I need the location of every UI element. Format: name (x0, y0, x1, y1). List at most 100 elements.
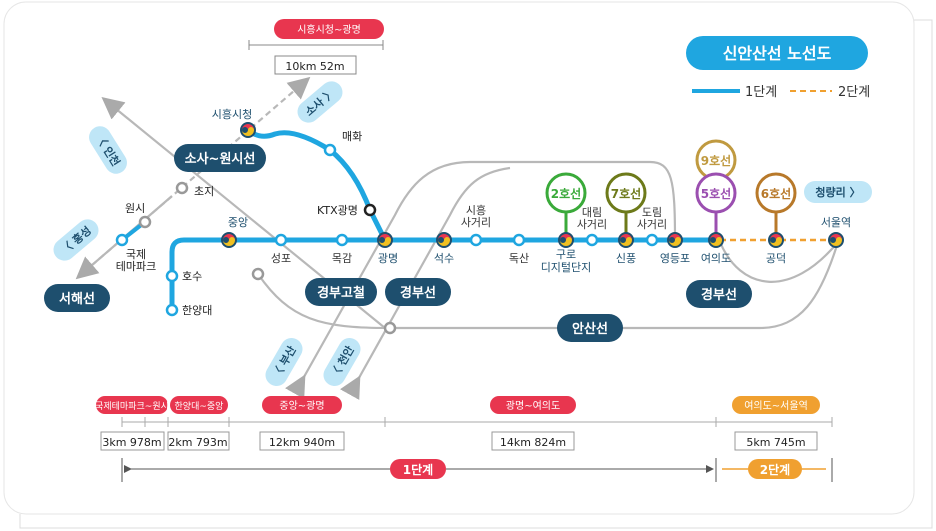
segment-distance-1: 3km 978m (102, 436, 161, 449)
legend-phase2-label: 2단계 (838, 85, 870, 100)
badge-gyeongbu-1-label: 경부선 (400, 285, 436, 301)
station-gukje[interactable] (115, 233, 129, 247)
line2-circle (545, 172, 587, 214)
label-jungang: 중앙 (228, 216, 248, 229)
station-seoksu[interactable] (436, 232, 452, 248)
station-daerim[interactable] (585, 233, 599, 247)
line6-label: 6호선 (761, 186, 791, 201)
label-gwangmyeong: 광명 (378, 252, 398, 265)
segment-label-2: 한양대~중앙 (175, 400, 224, 412)
gray-line-sosa-wonsi (83, 76, 311, 273)
top-segment-badge (274, 19, 384, 39)
badge-ansan (557, 314, 623, 342)
line5-circle (695, 172, 737, 214)
label-seoksu: 석수 (434, 252, 454, 265)
line2-label: 2호선 (551, 186, 581, 201)
station-ansan-junction-2 (383, 321, 397, 335)
station-mokgam[interactable] (335, 233, 349, 247)
station-dorim[interactable] (645, 233, 659, 247)
station-doksan[interactable] (512, 233, 526, 247)
station-jungang[interactable] (221, 232, 237, 248)
station-hanyangdae[interactable] (165, 303, 179, 317)
badge-ansan-label: 안산선 (572, 321, 608, 337)
segment-distance-3: 12km 940m (269, 436, 335, 449)
station-siheung-sageori[interactable] (469, 233, 483, 247)
station-ktx-gwangmyeong[interactable] (363, 203, 377, 217)
segment-badge-2 (170, 396, 228, 414)
station-siheung-sicheong[interactable] (240, 122, 256, 138)
station-gongdeok[interactable] (768, 232, 784, 248)
station-gwangmyeong[interactable] (377, 232, 393, 248)
label-seoul: 서울역 (821, 216, 851, 229)
badge-gyeongbu-1 (385, 278, 451, 306)
map-title: 신안산선 노선도 (723, 44, 832, 63)
badge-sosa-wonsi (174, 144, 266, 172)
title-badge (686, 36, 868, 70)
phase1-label: 1단계 (403, 462, 433, 477)
transfer-stations (221, 122, 844, 248)
segment-badge-3 (262, 396, 342, 414)
station-seongpo[interactable] (274, 233, 288, 247)
badge-seohae-label: 서해선 (59, 291, 95, 307)
station-sinpung[interactable] (618, 232, 634, 248)
line7-label: 7호선 (611, 186, 641, 201)
station-jiji[interactable] (175, 181, 189, 195)
segment-label-1: 국제테마파크~원시 (95, 401, 169, 412)
label-yeouido: 여의도 (701, 252, 731, 265)
label-doksan: 독산 (509, 252, 529, 265)
station-wonsi[interactable] (138, 215, 152, 229)
top-segment-label: 시흥시청~광명 (297, 23, 361, 36)
gray-line-gyeongbu-hsr (285, 160, 677, 399)
station-seoul[interactable] (828, 232, 844, 248)
gray-line-gyeongbu-2 (718, 241, 839, 283)
station-yeongdeungpo[interactable] (667, 232, 683, 248)
label-hosu: 호수 (182, 270, 202, 283)
gray-line-gyeongbu (340, 166, 511, 400)
label-siheung-sicheong: 시흥시청 (212, 107, 252, 121)
line9-label: 9호선 (701, 153, 731, 168)
segment-label-4: 광명~여의도 (506, 400, 560, 412)
station-yeouido[interactable] (708, 232, 724, 248)
label-ktx-gwangmyeong: KTX광명 (317, 204, 358, 217)
segment-label-3: 중앙~광명 (279, 400, 324, 412)
label-gongdeok: 공덕 (766, 252, 786, 265)
phase2-badge (748, 459, 802, 479)
phase1-badge (390, 459, 446, 479)
main-line (169, 237, 720, 310)
card-background (3, 1, 915, 515)
badge-gyeongbu-hsr-label: 경부고철 (317, 285, 365, 301)
segment-distance-4: 14km 824m (500, 436, 566, 449)
badge-gyeongbu-2 (686, 280, 752, 308)
badge-gyeongbu-2-label: 경부선 (701, 287, 737, 303)
segment-distance-5: 5km 745m (746, 436, 805, 449)
segment-badge-1 (96, 396, 168, 414)
label-mokgam: 목감 (332, 252, 352, 265)
station-hosu[interactable] (165, 269, 179, 283)
label-jiji: 초지 (194, 185, 214, 198)
label-wonsi: 원시 (125, 202, 145, 215)
segment-badge-5 (732, 396, 820, 414)
badge-sosa-wonsi-label: 소사~원시선 (185, 151, 256, 167)
segment-badge-4 (490, 396, 576, 414)
label-sinpung: 신풍 (616, 252, 636, 265)
label-seongpo: 성포 (271, 252, 291, 265)
svg-text:청량리 〉: 청량리 〉 (815, 185, 860, 199)
segment-distance-2: 2km 793m (168, 436, 227, 449)
tag-cheongnyangni[interactable]: 청량리 〉 (804, 181, 872, 203)
label-maehwa: 매화 (342, 130, 362, 143)
line7-circle (605, 172, 647, 214)
station-guro[interactable] (558, 232, 574, 248)
label-yeongdeungpo: 영등포 (660, 252, 690, 265)
station-maehwa[interactable] (323, 143, 337, 157)
line6-circle (755, 172, 797, 214)
tag-incheon[interactable]: 〈 인천 (85, 122, 131, 178)
badge-gyeongbu-hsr (305, 278, 377, 306)
top-segment-distance: 10km 52m (285, 60, 344, 73)
phase2-label: 2단계 (760, 462, 790, 477)
